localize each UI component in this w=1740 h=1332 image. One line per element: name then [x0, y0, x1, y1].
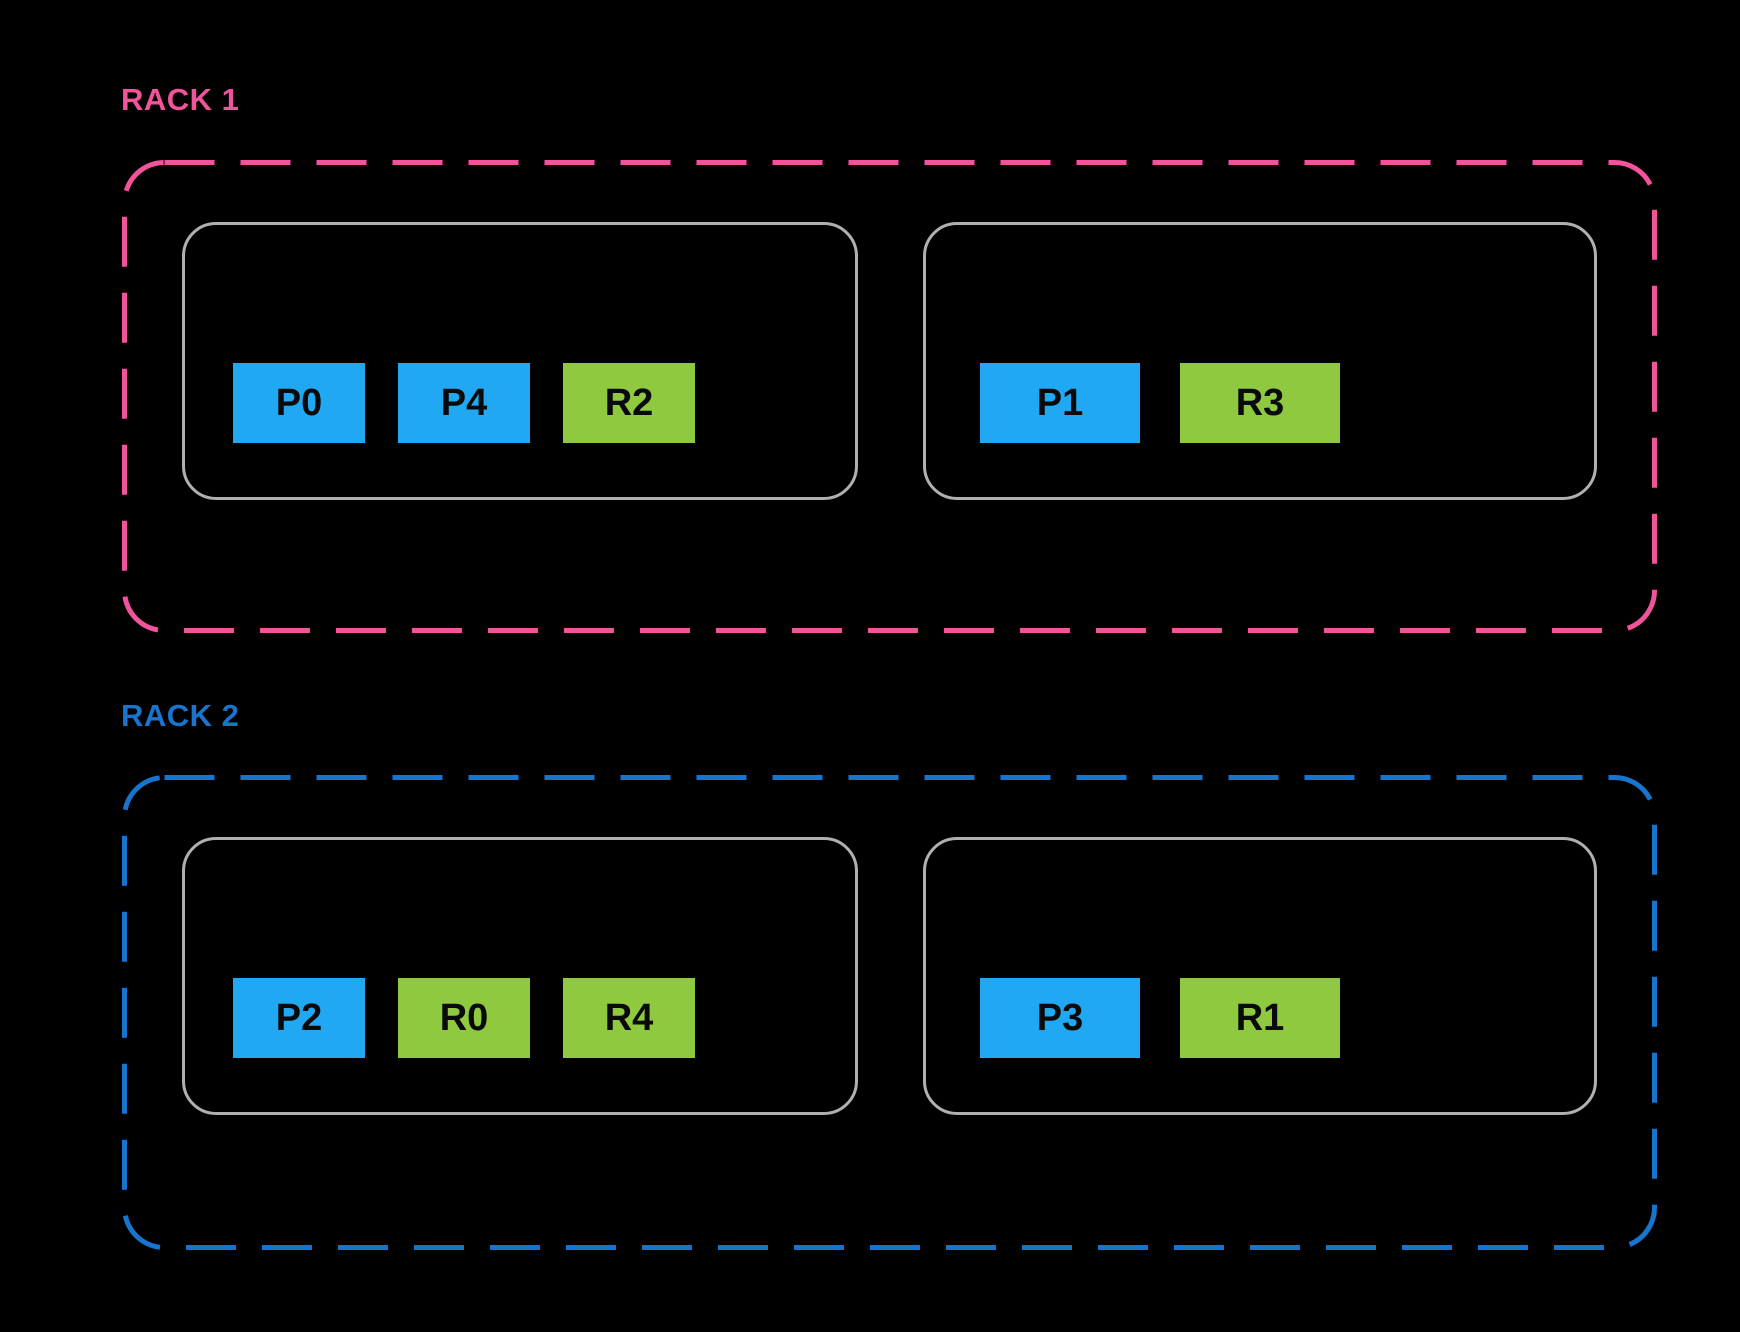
shard-r1: R1 — [1180, 978, 1340, 1058]
rack-2-boundary: P2 R0 R4 P3 R1 — [122, 775, 1657, 1250]
shard-r4: R4 — [563, 978, 695, 1058]
shard-r2: R2 — [563, 363, 695, 443]
rack-1-label: RACK 1 — [121, 82, 240, 117]
rack-2-label: RACK 2 — [121, 698, 240, 733]
shard-r0: R0 — [398, 978, 530, 1058]
rack-1-node-2: P1 R3 — [923, 222, 1597, 500]
rack-2-node-1-shards: P2 R0 R4 — [233, 978, 695, 1058]
rack-2-node-2-shards: P3 R1 — [980, 978, 1340, 1058]
shard-p3: P3 — [980, 978, 1140, 1058]
shard-p2: P2 — [233, 978, 365, 1058]
rack-1-node-1-shards: P0 P4 R2 — [233, 363, 695, 443]
rack-2-node-2: P3 R1 — [923, 837, 1597, 1115]
shard-p0: P0 — [233, 363, 365, 443]
rack-2-node-1: P2 R0 R4 — [182, 837, 858, 1115]
rack-1-node-2-shards: P1 R3 — [980, 363, 1340, 443]
rack-2-dashed-border — [122, 775, 1657, 1250]
rack-1-dashed-border — [122, 160, 1657, 633]
rack-1-node-1: P0 P4 R2 — [182, 222, 858, 500]
shard-r3: R3 — [1180, 363, 1340, 443]
rack-1-boundary: P0 P4 R2 P1 R3 — [122, 160, 1657, 633]
shard-p1: P1 — [980, 363, 1140, 443]
shard-p4: P4 — [398, 363, 530, 443]
